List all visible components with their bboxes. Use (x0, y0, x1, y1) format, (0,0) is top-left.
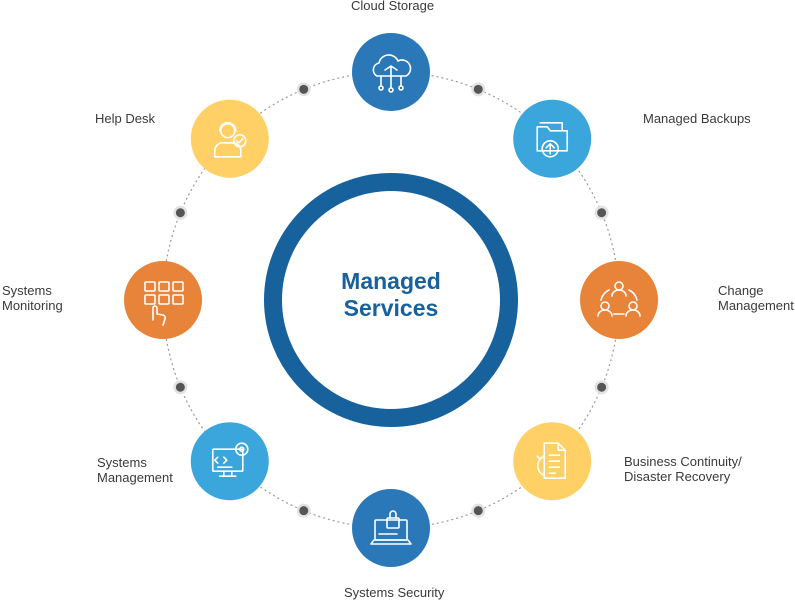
connector-dot (296, 503, 311, 518)
node-circle-help-desk (190, 99, 269, 178)
cloud-icon (372, 54, 412, 93)
node-circle-systems-monitoring (124, 261, 202, 339)
connector-dot (471, 82, 486, 97)
connector-dot (594, 380, 609, 395)
folder-upload-icon (536, 121, 569, 158)
node-systems-security (352, 489, 430, 567)
label-systems-security: Systems Security (344, 585, 445, 600)
node-managed-backups (513, 99, 592, 178)
connector-dots (173, 82, 609, 518)
label-systems-management: Systems Management (97, 455, 173, 485)
node-change-management (580, 261, 658, 339)
node-circle-change-management (580, 261, 658, 339)
node-circle-systems-management (190, 422, 269, 501)
node-cloud-storage (352, 33, 430, 111)
label-help-desk: Help Desk (95, 111, 155, 126)
connector-dot (173, 380, 188, 395)
connector-dot (173, 205, 188, 220)
center-ring (264, 173, 518, 427)
label-managed-backups: Managed Backups (643, 111, 751, 126)
node-help-desk (190, 99, 269, 178)
node-circle-managed-backups (513, 99, 592, 178)
connector-dot (471, 503, 486, 518)
node-business-continuity (513, 422, 592, 501)
document-recovery-icon (536, 442, 567, 480)
label-cloud-storage: Cloud Storage (351, 0, 435, 13)
service-nodes (124, 33, 658, 567)
monitor-gear-icon (211, 442, 249, 478)
dashboard-hand-icon (144, 281, 184, 326)
laptop-lock-icon (370, 510, 412, 545)
support-agent-icon (213, 122, 247, 158)
center-title: Managed Services (341, 268, 441, 321)
node-systems-management (190, 422, 269, 501)
node-systems-monitoring (124, 261, 202, 339)
label-business-continuity: Business Continuity/ Disaster Recovery (624, 454, 742, 484)
connector-dot (594, 205, 609, 220)
people-cycle-icon (597, 281, 641, 317)
connector-dot (296, 82, 311, 97)
label-change-management: Change Management (718, 283, 794, 313)
label-systems-monitoring: Systems Monitoring (2, 283, 63, 313)
